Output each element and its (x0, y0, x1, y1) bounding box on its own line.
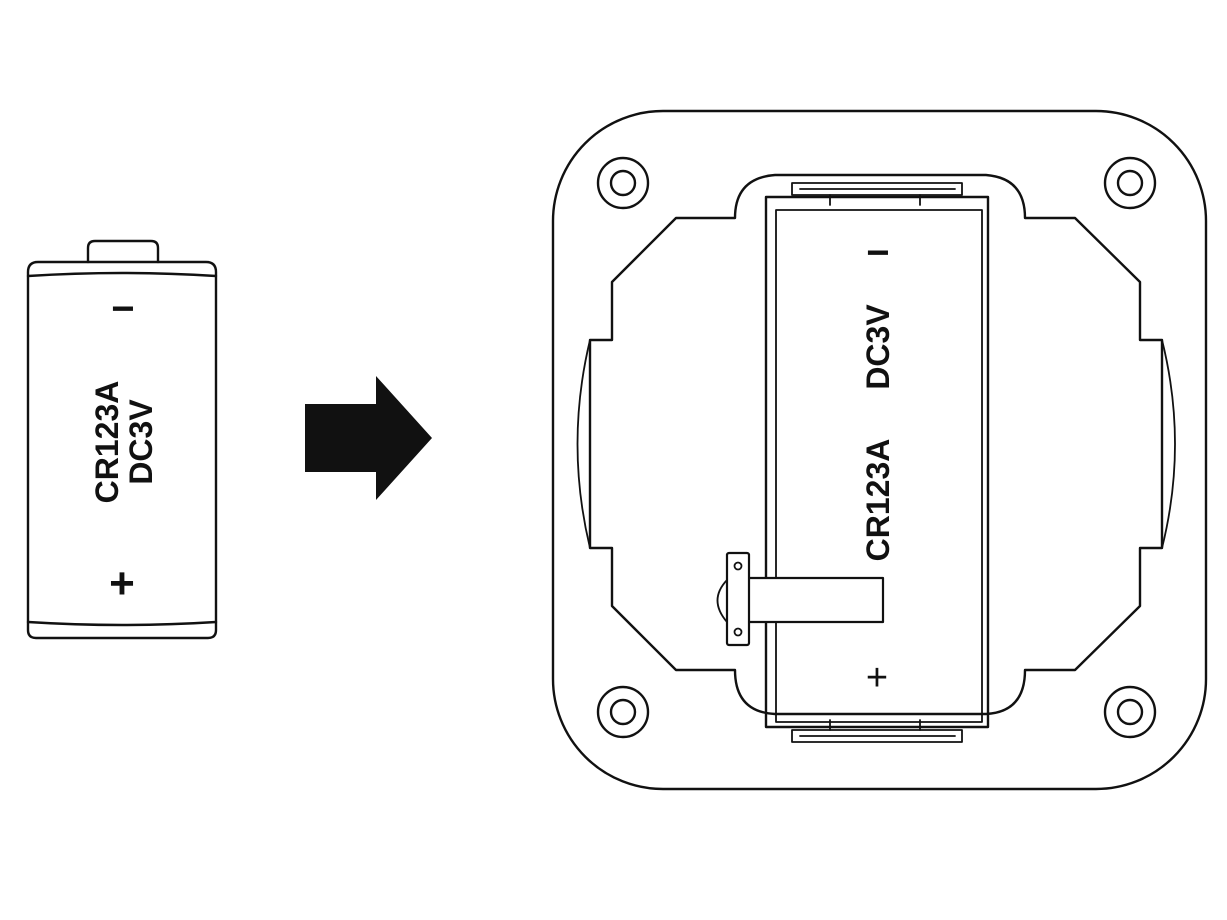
compartment-positive-sign: + (866, 657, 888, 699)
screw-top-left (596, 156, 650, 210)
compartment-well (764, 195, 990, 729)
device-back: − DC3V CR123A + (551, 109, 1208, 791)
battery-top-cap (26, 260, 218, 278)
battery-negative-sign: − (111, 287, 134, 331)
device-outer-frame (551, 109, 1208, 791)
battery: − CR123A DC3V + (26, 239, 218, 640)
compartment-bottom-contact (791, 729, 963, 743)
battery-clip (716, 551, 751, 647)
device-inner-plate (588, 173, 1164, 716)
battery-positive-sign: + (109, 559, 135, 608)
compartment-negative-sign: − (866, 231, 889, 275)
compartment-top-contact (791, 182, 963, 196)
compartment-battery (775, 209, 983, 723)
arrow-right-icon (305, 376, 432, 500)
screw-bottom-left (596, 685, 650, 739)
compartment-voltage-label: DC3V (860, 304, 896, 390)
screw-top-right (1103, 156, 1157, 210)
device-right-rib (1161, 339, 1176, 549)
battery-bottom-rim (26, 620, 218, 627)
device-left-rib (576, 339, 591, 549)
battery-terminal (86, 239, 160, 264)
battery-compartment: − DC3V CR123A + (739, 182, 990, 743)
compartment-model-label: CR123A (860, 439, 896, 562)
screw-bottom-right (1103, 685, 1157, 739)
battery-body (26, 274, 218, 640)
battery-pull-tab[interactable] (739, 576, 885, 624)
battery-model-label: CR123A (89, 381, 125, 504)
battery-voltage-label: DC3V (123, 399, 159, 485)
